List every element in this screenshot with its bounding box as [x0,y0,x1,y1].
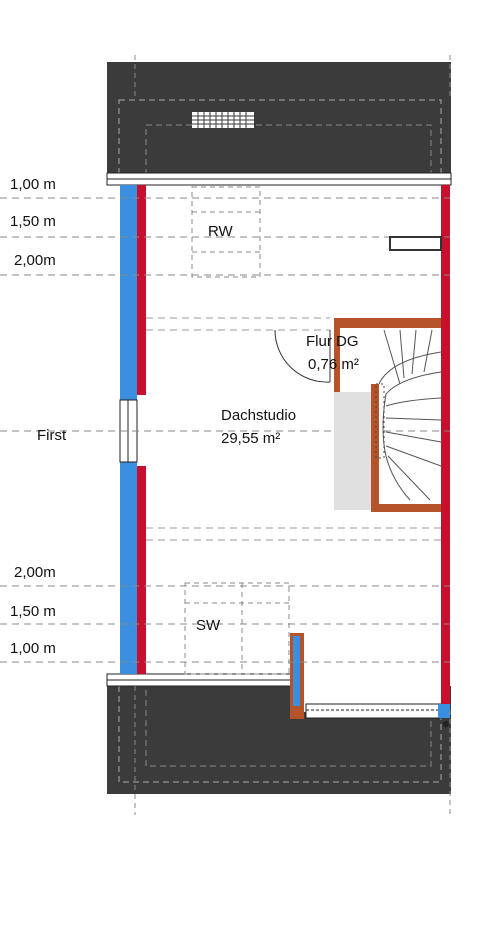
dim-bottom-3: 1,00 m [10,640,56,657]
stair-wall [330,318,441,392]
dim-top-3: 2,00m [14,252,56,269]
terrace-wall-blue [293,636,300,706]
room-area-flur: 0,76 m² [308,356,359,373]
left-window-wall-bottom [120,462,137,674]
right-red-wall [441,185,450,704]
dim-top-1: 1,00 m [10,176,56,193]
left-window-wall-top [120,185,137,400]
wall-shelf [389,236,442,251]
stair-landing-fill [334,392,374,510]
top-roof [107,62,451,173]
terrace-railing [305,703,443,719]
room-area-dachstudio: 29,55 m² [221,430,281,447]
terrace-corner-post [438,704,450,718]
dim-top-2: 1,50 m [10,213,56,230]
sw-box [184,582,290,675]
rw-label: RW [208,223,233,240]
terrace-floor [300,640,442,712]
sw-label: SW [196,617,221,634]
room-dashed-lines [146,317,441,541]
stair-handrail [375,383,385,459]
room-name-flur: Flur DG [306,333,359,350]
dim-bottom-1: 2,00m [14,564,56,581]
room-name-dachstudio: Dachstudio [221,407,297,424]
drain-icon [443,721,449,727]
door-swing [274,329,331,383]
left-red-wall-bottom [137,466,146,674]
stair-steps [378,329,442,501]
roof-vent [192,112,254,128]
dim-bottom-2: 1,50 m [10,603,56,620]
rw-box [191,186,261,278]
stair-wall-lower [371,384,441,512]
first-label: First [37,427,67,444]
left-red-wall-top [137,185,146,395]
